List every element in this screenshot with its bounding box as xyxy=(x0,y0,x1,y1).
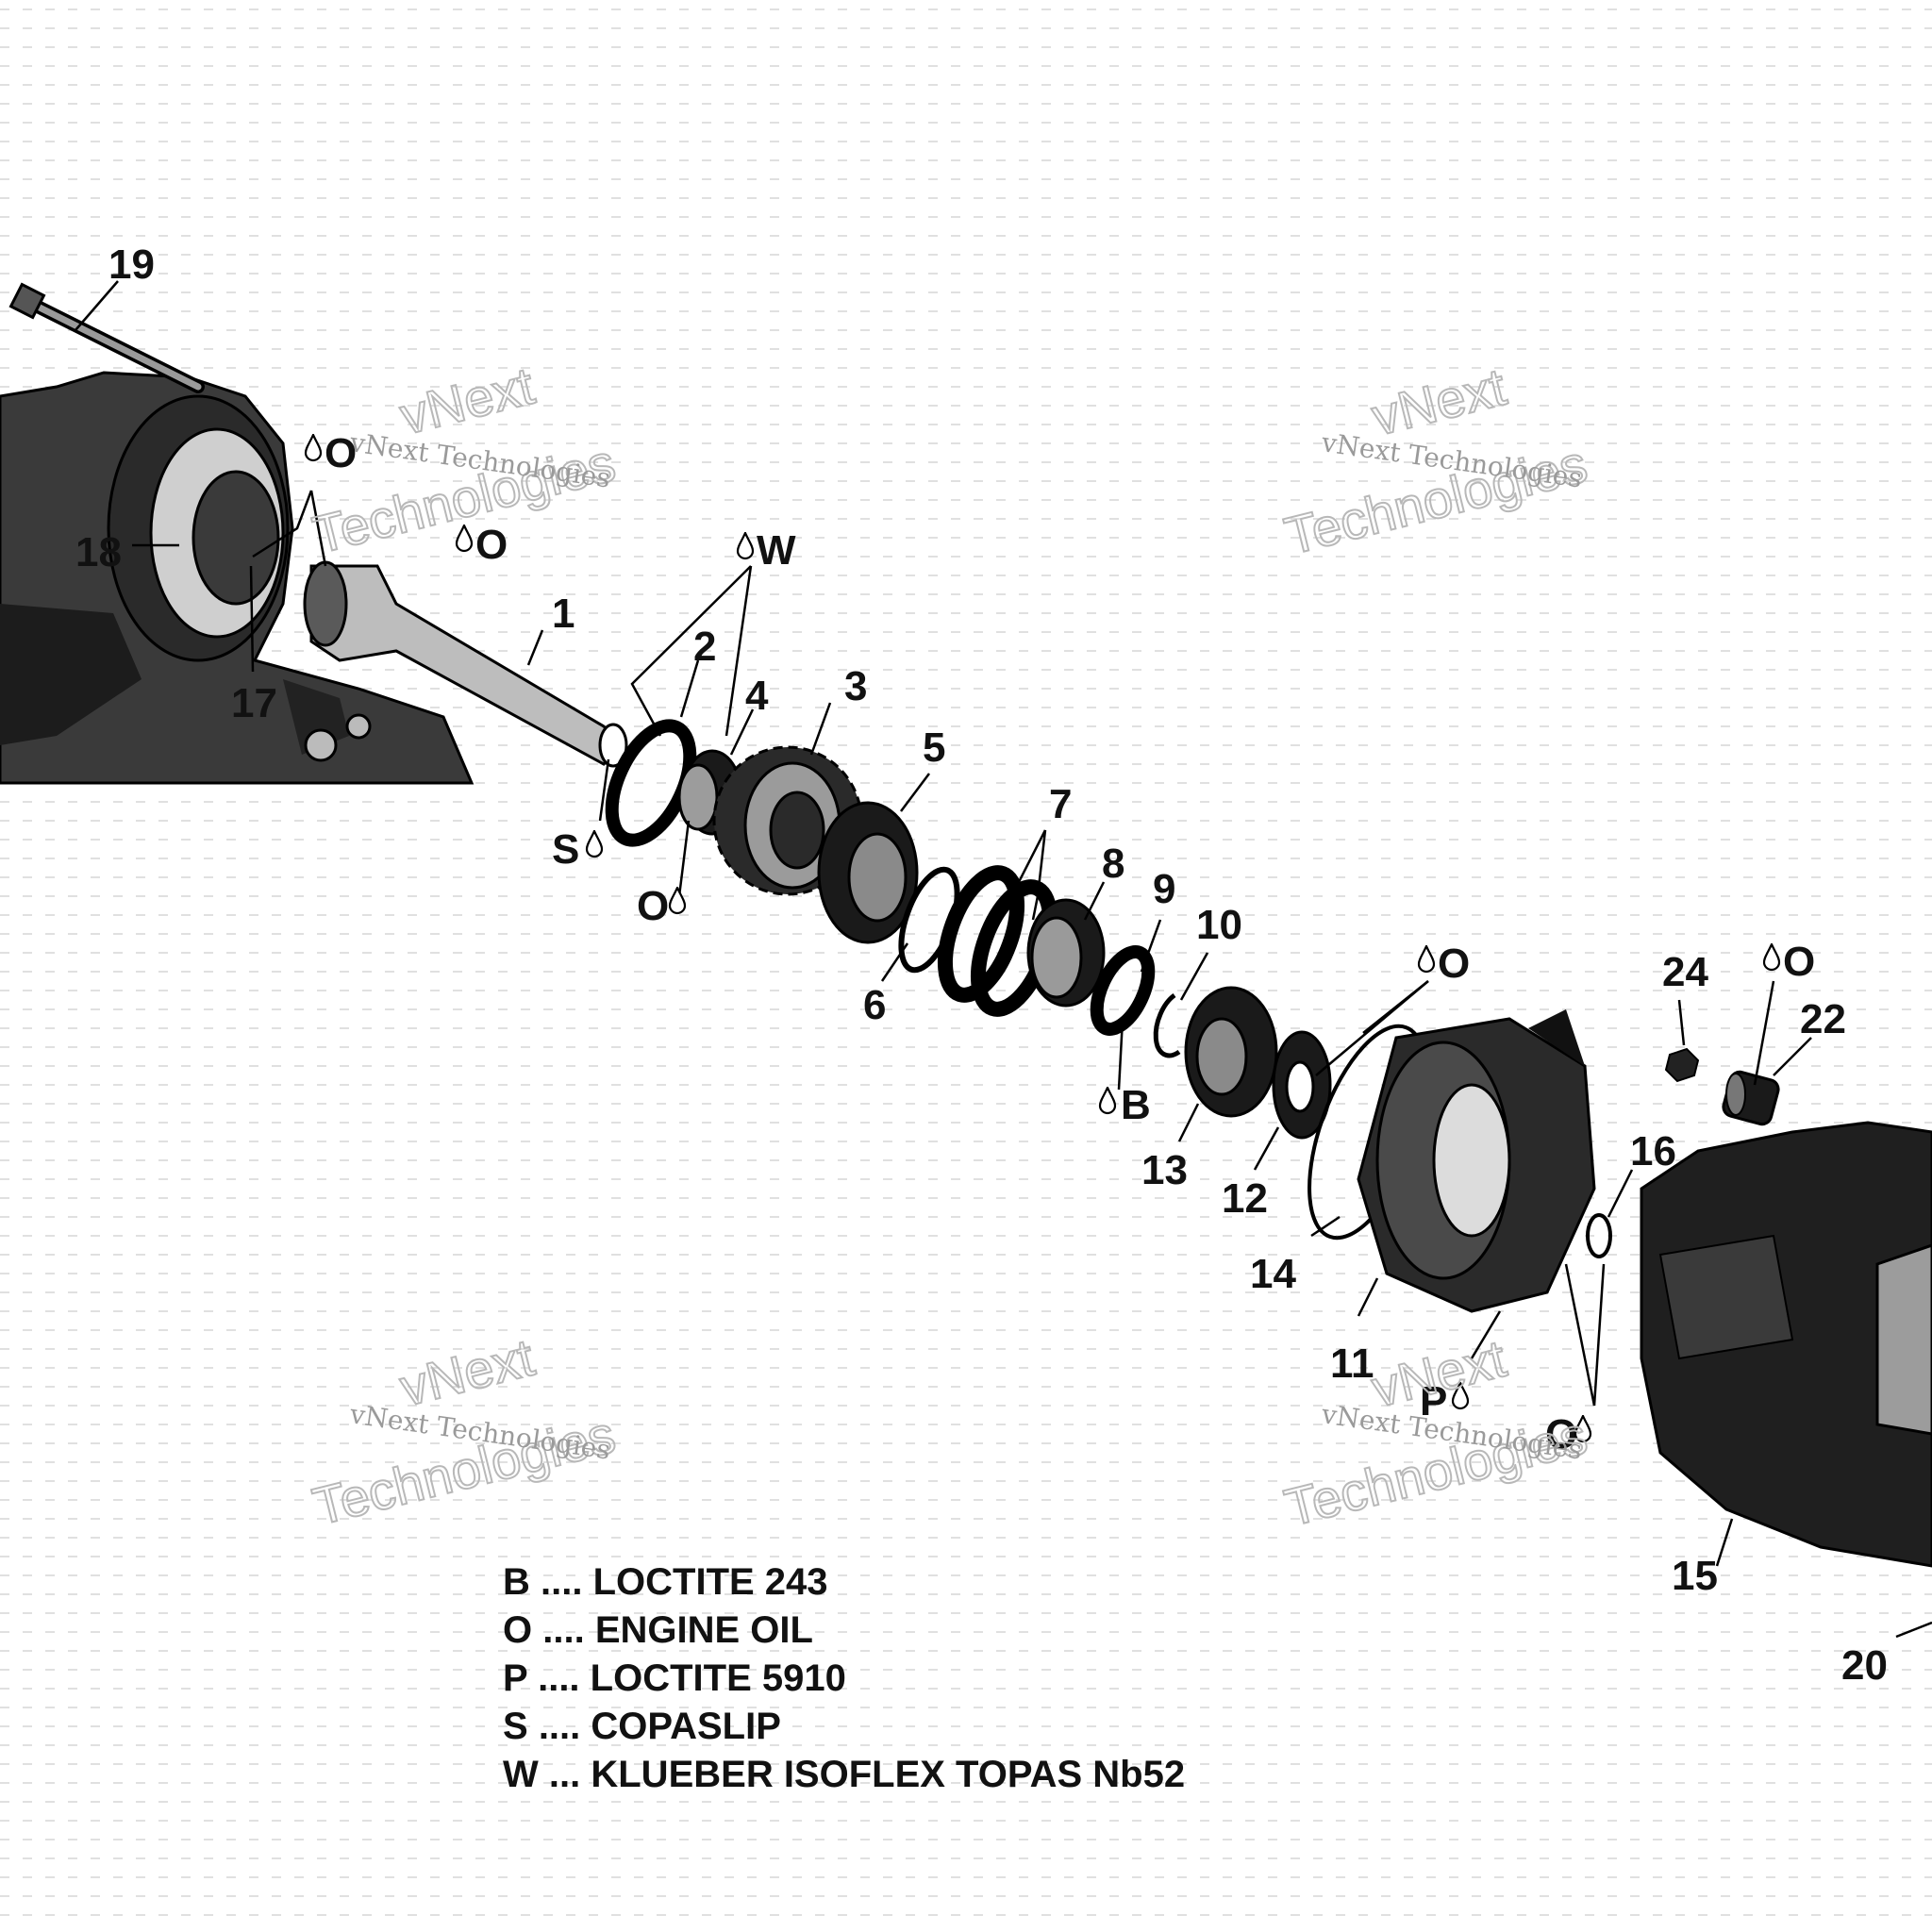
washer-9 xyxy=(1090,945,1156,1036)
callout-22: 22 xyxy=(1800,996,1846,1042)
callout-15: 15 xyxy=(1672,1553,1718,1599)
callout-4: 4 xyxy=(745,673,769,719)
callout-17: 17 xyxy=(231,680,277,726)
legend-row-b: B .... LOCTITE 243 xyxy=(503,1561,828,1603)
lube-tag-p: P xyxy=(1420,1378,1447,1424)
lube-tag-o-22: O xyxy=(1783,939,1815,985)
lube-tags: O O W S O B O O P O xyxy=(304,430,1815,1457)
lube-tag-o-16: O xyxy=(1545,1411,1577,1457)
legend-row-o: O .... ENGINE OIL xyxy=(503,1609,813,1651)
callout-14: 14 xyxy=(1250,1251,1296,1297)
callout-9: 9 xyxy=(1153,866,1175,912)
callout-8: 8 xyxy=(1102,841,1124,887)
callout-7: 7 xyxy=(1049,781,1072,827)
callout-3: 3 xyxy=(844,663,867,709)
callout-18: 18 xyxy=(75,529,122,575)
callout-11: 11 xyxy=(1330,1341,1374,1387)
callout-10: 10 xyxy=(1196,902,1242,948)
callout-6: 6 xyxy=(863,982,886,1028)
lube-tag-s: S xyxy=(552,826,579,873)
legend-row-w: W ... KLUEBER ISOFLEX TOPAS Nb52 xyxy=(503,1754,1185,1795)
callouts: 19 18 17 1 2 3 4 5 6 7 8 9 10 13 12 14 1… xyxy=(75,242,1888,1689)
legend-row-p: P .... LOCTITE 5910 xyxy=(503,1657,846,1699)
housing-15 xyxy=(1640,1121,1932,1568)
o-ring-16 xyxy=(1586,1213,1612,1258)
bearing-5 xyxy=(817,801,919,944)
nut-24 xyxy=(1664,1047,1700,1083)
lube-tag-b: B xyxy=(1121,1082,1151,1128)
lube-tag-o-bearing: O xyxy=(637,883,669,929)
lube-tag-o-shaft: O xyxy=(475,522,508,568)
callout-20: 20 xyxy=(1841,1642,1888,1689)
callout-13: 13 xyxy=(1141,1147,1188,1193)
callout-1: 1 xyxy=(552,591,575,637)
callout-16: 16 xyxy=(1630,1128,1676,1174)
leader-lines xyxy=(75,280,1932,1639)
callout-12: 12 xyxy=(1222,1175,1268,1222)
callout-2: 2 xyxy=(693,624,716,670)
lube-tag-o-housing: O xyxy=(325,430,357,476)
lube-tag-o-cover: O xyxy=(1438,941,1470,987)
callout-5: 5 xyxy=(923,724,945,771)
bolt-19 xyxy=(8,282,205,393)
lubricant-legend: B .... LOCTITE 243 O .... ENGINE OIL P .… xyxy=(503,1561,1185,1795)
engine-housing xyxy=(0,371,475,785)
legend-row-s: S .... COPASLIP xyxy=(503,1706,781,1747)
bearing-13 xyxy=(1184,986,1278,1118)
callout-24: 24 xyxy=(1662,949,1708,995)
seal-12 xyxy=(1272,1030,1332,1140)
bushing-8 xyxy=(1026,898,1106,1008)
callout-19: 19 xyxy=(108,242,155,288)
shaft-1 xyxy=(303,560,628,768)
lube-tag-w: W xyxy=(757,527,796,574)
cover-11 xyxy=(1357,1009,1596,1313)
circlip-10 xyxy=(1153,992,1181,1058)
